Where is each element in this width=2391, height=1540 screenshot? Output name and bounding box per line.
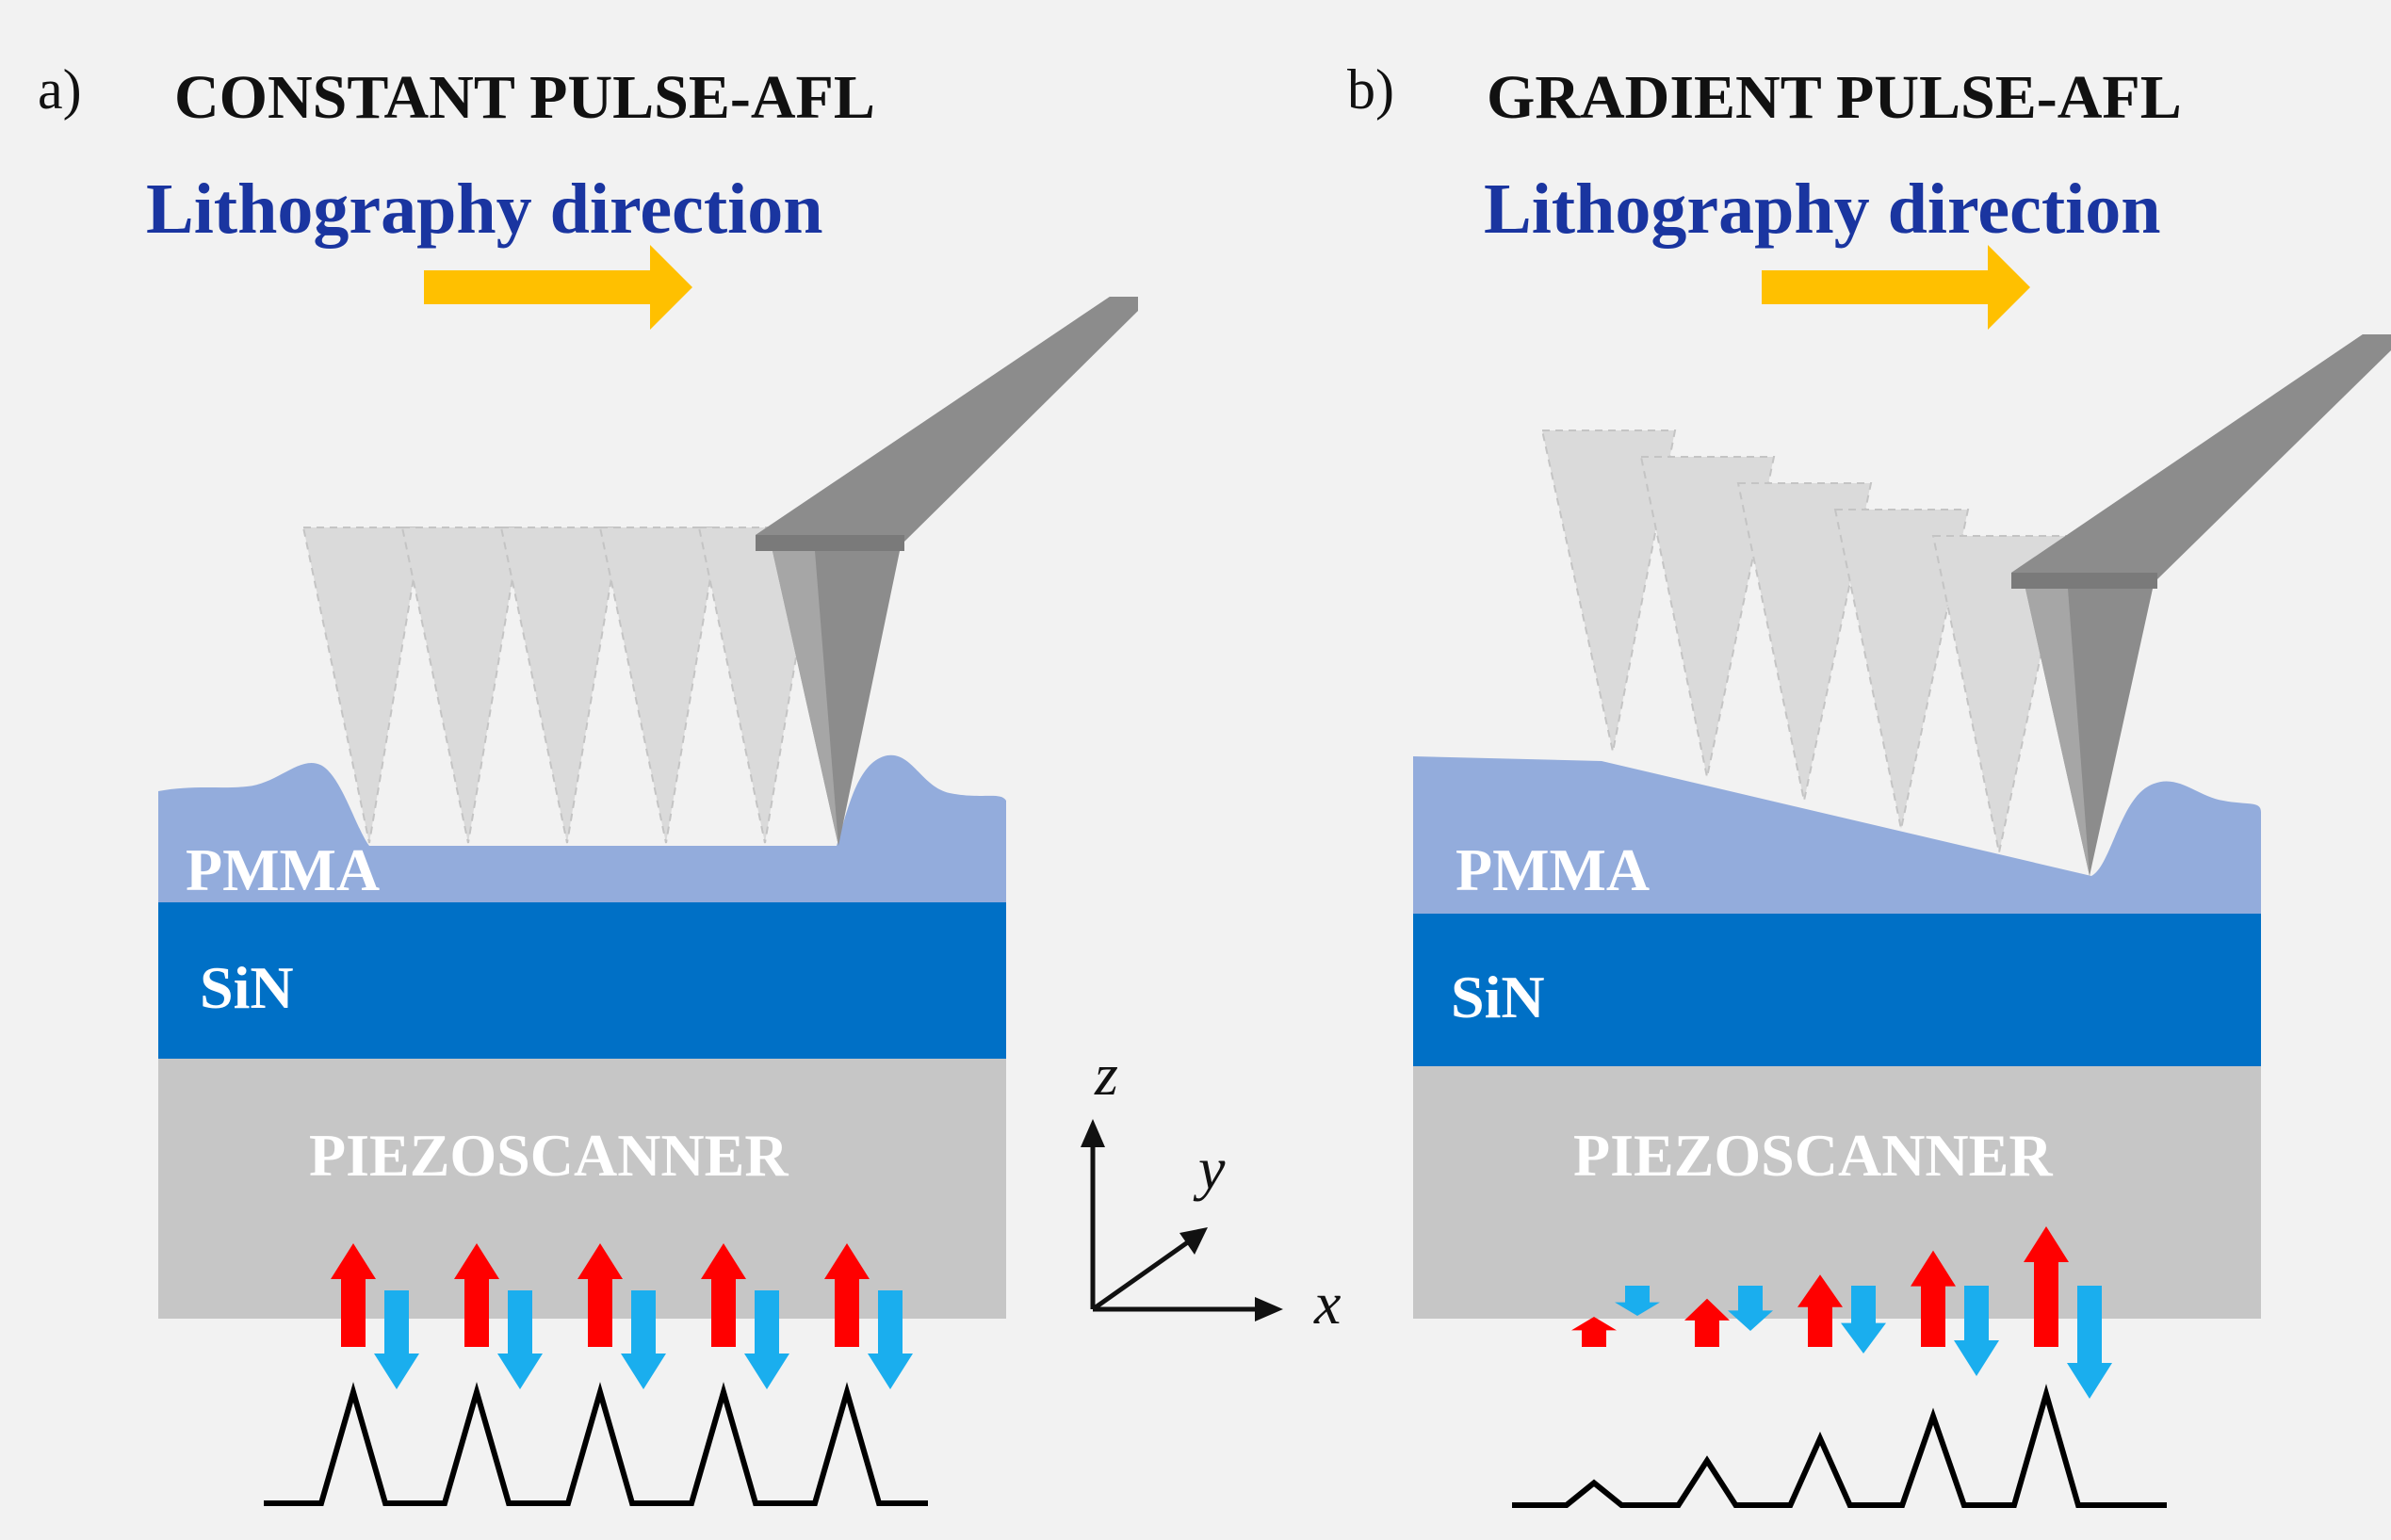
- pulse-signal: [264, 1382, 928, 1506]
- right-arrow-icon: [1255, 1297, 1283, 1321]
- sin-layer: [1413, 914, 2261, 1066]
- afm-tip-shade: [773, 551, 838, 846]
- force-arrows: [331, 1243, 913, 1389]
- down-arrow-icon: [621, 1290, 666, 1389]
- y-axis-label: y: [1193, 1135, 1226, 1202]
- down-arrow-icon: [497, 1290, 543, 1389]
- cantilever: [2011, 334, 2391, 876]
- sin-label: SiN: [1451, 964, 1545, 1030]
- up-arrow-icon: [2024, 1226, 2069, 1347]
- pmma-label: PMMA: [186, 836, 380, 903]
- down-arrow-icon: [2067, 1286, 2112, 1399]
- pmma-layer: [158, 754, 1006, 902]
- piezo-layer: [1413, 1064, 2261, 1319]
- down-arrow-icon: [744, 1290, 789, 1389]
- down-arrow-icon: [374, 1290, 419, 1389]
- panel-a-title: CONSTANT PULSE-AFL: [174, 63, 875, 132]
- up-arrow-icon: [331, 1243, 376, 1347]
- up-arrow-icon: [577, 1243, 623, 1347]
- x-axis-label: x: [1313, 1270, 1341, 1337]
- up-arrow-icon: [454, 1243, 499, 1347]
- afm-tip-icon: [1639, 456, 1776, 778]
- ghost-tips: [301, 527, 820, 844]
- panel-b-title: GRADIENT PULSE-AFL: [1487, 63, 2182, 132]
- down-arrow-icon: [1954, 1286, 1999, 1376]
- afm-tip-icon: [598, 527, 721, 844]
- cantilever: [756, 297, 1138, 846]
- diagonal-arrow-icon: [1179, 1227, 1208, 1255]
- up-arrow-icon: [1571, 1317, 1617, 1347]
- z-axis-label: z: [1094, 1041, 1118, 1108]
- up-arrow-icon: [1081, 1119, 1105, 1147]
- afm-tip-icon: [400, 527, 523, 844]
- down-arrow-icon: [1841, 1286, 1886, 1354]
- right-arrow-icon: [424, 245, 692, 330]
- afm-tip-shade: [2025, 589, 2090, 876]
- up-arrow-icon: [1797, 1274, 1843, 1347]
- down-arrow-icon: [1728, 1286, 1773, 1331]
- sin-layer: [158, 902, 1006, 1059]
- sin-label: SiN: [200, 954, 294, 1021]
- piezo-label: PIEZOSCANNER: [1573, 1122, 2053, 1189]
- axes: z y x: [1081, 1041, 1341, 1337]
- up-arrow-icon: [1911, 1250, 1956, 1347]
- panel-b-label: b): [1347, 58, 1394, 121]
- down-arrow-icon: [1615, 1286, 1660, 1316]
- pmma-layer: [1413, 756, 2261, 914]
- afm-tip-icon: [1736, 482, 1873, 802]
- right-arrow-icon: [1762, 245, 2030, 330]
- cantilever-side: [2011, 334, 2391, 589]
- force-arrows: [1571, 1226, 2112, 1399]
- down-arrow-icon: [868, 1290, 913, 1389]
- pulse-signal: [1512, 1384, 2167, 1508]
- afm-tip-icon: [1833, 509, 1970, 830]
- y-axis-line: [1091, 1239, 1191, 1312]
- panel-a-label: a): [38, 58, 82, 121]
- cantilever-front: [756, 535, 904, 551]
- afm-tip-icon: [301, 527, 424, 844]
- cantilever-side: [756, 297, 1138, 551]
- up-arrow-icon: [701, 1243, 746, 1347]
- pmma-label: PMMA: [1456, 836, 1650, 903]
- cantilever-front: [2011, 573, 2157, 589]
- piezo-label: PIEZOSCANNER: [309, 1122, 789, 1189]
- panel-a-direction-label: Lithography direction: [146, 170, 823, 249]
- up-arrow-icon: [824, 1243, 870, 1347]
- panel-b-direction-label: Lithography direction: [1484, 170, 2161, 249]
- panel-a: a) CONSTANT PULSE-AFL Lithography direct…: [38, 58, 1138, 1506]
- panel-b: b) GRADIENT PULSE-AFL Lithography direct…: [1347, 58, 2391, 1508]
- afm-tip-icon: [1540, 430, 1677, 753]
- afm-tip-icon: [499, 527, 622, 844]
- up-arrow-icon: [1684, 1298, 1730, 1347]
